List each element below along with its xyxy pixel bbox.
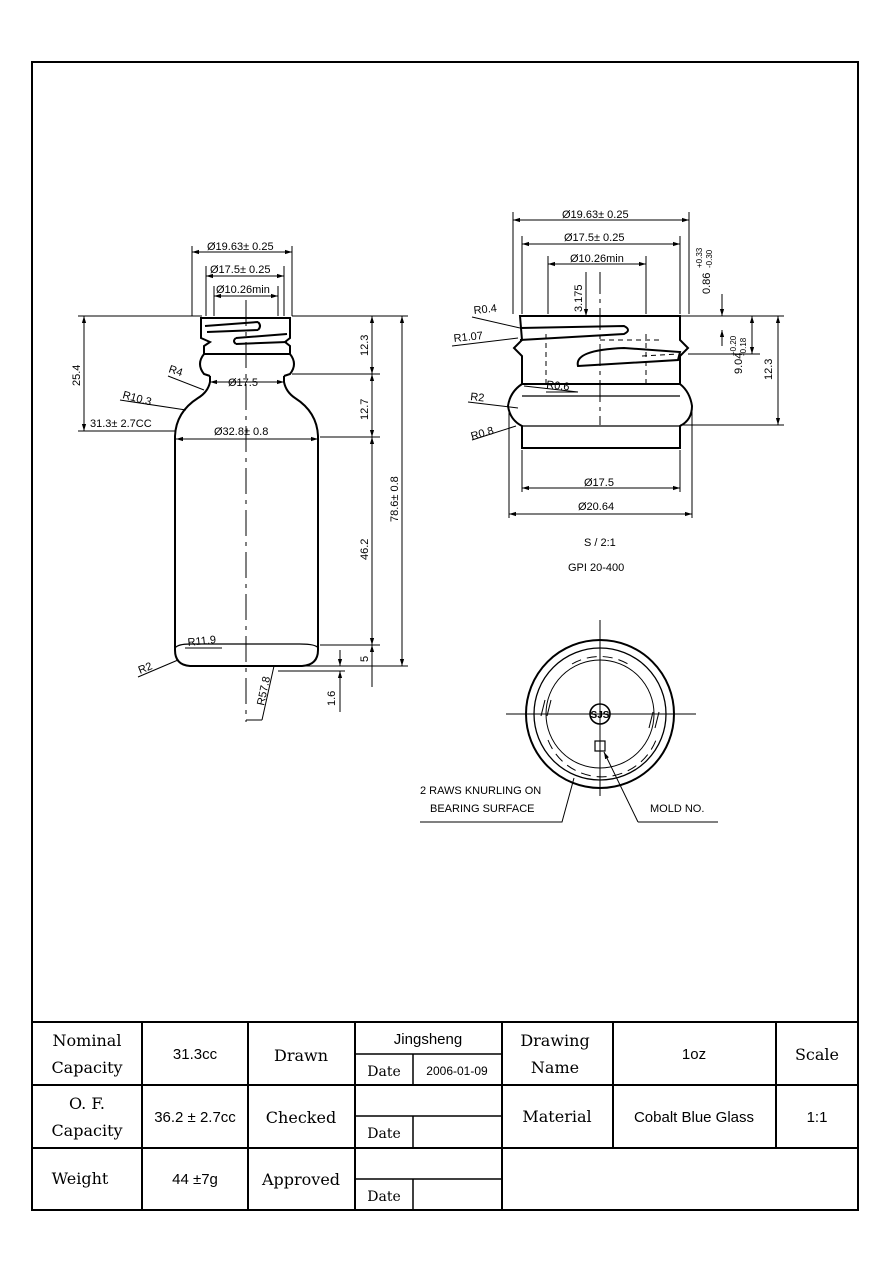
finish-extension-lines	[508, 212, 784, 518]
finish-r2: R2	[470, 391, 485, 404]
finish-r06: R0.6	[546, 379, 570, 393]
nominal-capacity-label-2: Capacity	[51, 1058, 122, 1077]
finish-dimension-lines	[451, 217, 781, 517]
knurl-note-line2: BEARING SURFACE	[430, 803, 535, 815]
checked-date-label: Date	[367, 1126, 400, 1142]
bottle-d-mid: Ø17.5± 0.25	[210, 264, 270, 276]
bottle-h-16: 1.6	[326, 691, 338, 706]
scale-value: 1:1	[807, 1109, 828, 1126]
drawn-date: 2006-01-09	[426, 1064, 488, 1078]
bottle-r103: R10.3	[121, 389, 152, 408]
logo-sjs-text: SJS	[591, 710, 610, 721]
finish-t-086: 0.86	[701, 273, 713, 294]
finish-dimension-texts: Ø19.63± 0.25 Ø17.5± 0.25 Ø10.26min 3.175…	[453, 209, 775, 574]
weight-value: 44 ±7g	[172, 1171, 218, 1188]
finish-r107: R1.07	[453, 330, 483, 345]
drawn-date-label: Date	[367, 1064, 400, 1080]
bottle-h-123: 12.3	[359, 335, 371, 356]
bottom-leaders	[420, 751, 718, 823]
bottle-d-outer: Ø19.63± 0.25	[207, 241, 274, 253]
of-capacity-label-1: O. F.	[69, 1094, 105, 1113]
finish-gpi: GPI 20-400	[568, 562, 624, 574]
finish-scale-note: S / 2:1	[584, 537, 616, 549]
bottle-d-body: Ø32.8± 0.8	[214, 426, 268, 438]
drawing-name-label-1: Drawing	[520, 1031, 589, 1050]
finish-d-2064: Ø20.64	[578, 501, 614, 513]
finish-d-inner: Ø10.26min	[570, 253, 624, 265]
finish-t-904-lo: -0.18	[739, 337, 748, 356]
bottle-r578: R57.8	[255, 675, 273, 706]
finish-h-123: 12.3	[763, 359, 775, 380]
sheet-border	[31, 61, 859, 1211]
approved-date-label: Date	[367, 1189, 400, 1205]
weight-label: Weight	[52, 1169, 109, 1188]
of-capacity-value: 36.2 ± 2.7cc	[154, 1109, 236, 1126]
approved-label: Approved	[261, 1170, 340, 1189]
bottle-h-254: 25.4	[71, 365, 83, 386]
bottle-h-462: 46.2	[359, 539, 371, 560]
drawn-label: Drawn	[274, 1046, 328, 1065]
mold-no-note: MOLD NO.	[650, 803, 704, 815]
material-label: Material	[522, 1107, 591, 1126]
bottle-r2: R2	[137, 660, 155, 676]
bottle-dimension-texts: Ø19.63± 0.25 Ø17.5± 0.25 Ø10.26min 25.4 …	[71, 241, 401, 707]
bottle-side-view	[174, 300, 319, 722]
nominal-capacity-label-1: Nominal	[53, 1031, 122, 1050]
finish-d-mid: Ø17.5± 0.25	[564, 232, 624, 244]
finish-t-904-up: +0.20	[729, 335, 738, 356]
of-capacity-label-2: Capacity	[51, 1121, 122, 1140]
bottle-r4: R4	[167, 363, 184, 379]
logo-sjs: SJS	[589, 703, 611, 725]
knurl-note-line1: 2 RAWS KNURLING ON	[420, 785, 541, 797]
finish-r04: R0.4	[473, 303, 497, 317]
finish-r08: R0.8	[470, 425, 496, 443]
finish-d-outer: Ø19.63± 0.25	[562, 209, 629, 221]
bottle-d-neck: Ø17.5	[228, 377, 258, 389]
bottle-h-5: 5	[359, 656, 371, 662]
checked-label: Checked	[266, 1108, 336, 1127]
scale-label: Scale	[795, 1045, 839, 1064]
finish-t-086-up: +0.33	[695, 247, 704, 268]
bottle-extension-lines	[78, 246, 408, 672]
bottle-dimension-lines	[78, 249, 405, 721]
finish-t-086-lo: -0.30	[705, 249, 714, 268]
drawn-by: Jingsheng	[394, 1031, 462, 1048]
bottle-capacity: 31.3± 2.7CC	[90, 418, 152, 430]
finish-detail-view	[506, 272, 694, 449]
material-value: Cobalt Blue Glass	[634, 1109, 754, 1126]
title-block-text: Nominal Capacity 31.3cc Drawn Jingsheng …	[51, 1031, 839, 1205]
drawing-name-value: 1oz	[682, 1046, 706, 1063]
bottle-h-786: 78.6± 0.8	[389, 476, 401, 522]
finish-h-3175: 3.175	[573, 284, 585, 312]
finish-d-175: Ø17.5	[584, 477, 614, 489]
title-block	[32, 1021, 858, 1210]
finish-t-904: 9.04	[733, 353, 745, 374]
bottle-d-inner: Ø10.26min	[216, 284, 270, 296]
bottle-r119: R11.9	[187, 634, 217, 649]
nominal-capacity-value: 31.3cc	[173, 1046, 218, 1063]
bottom-view	[506, 620, 696, 796]
bottle-h-127: 12.7	[359, 399, 371, 420]
drawing-name-label-2: Name	[531, 1058, 579, 1077]
